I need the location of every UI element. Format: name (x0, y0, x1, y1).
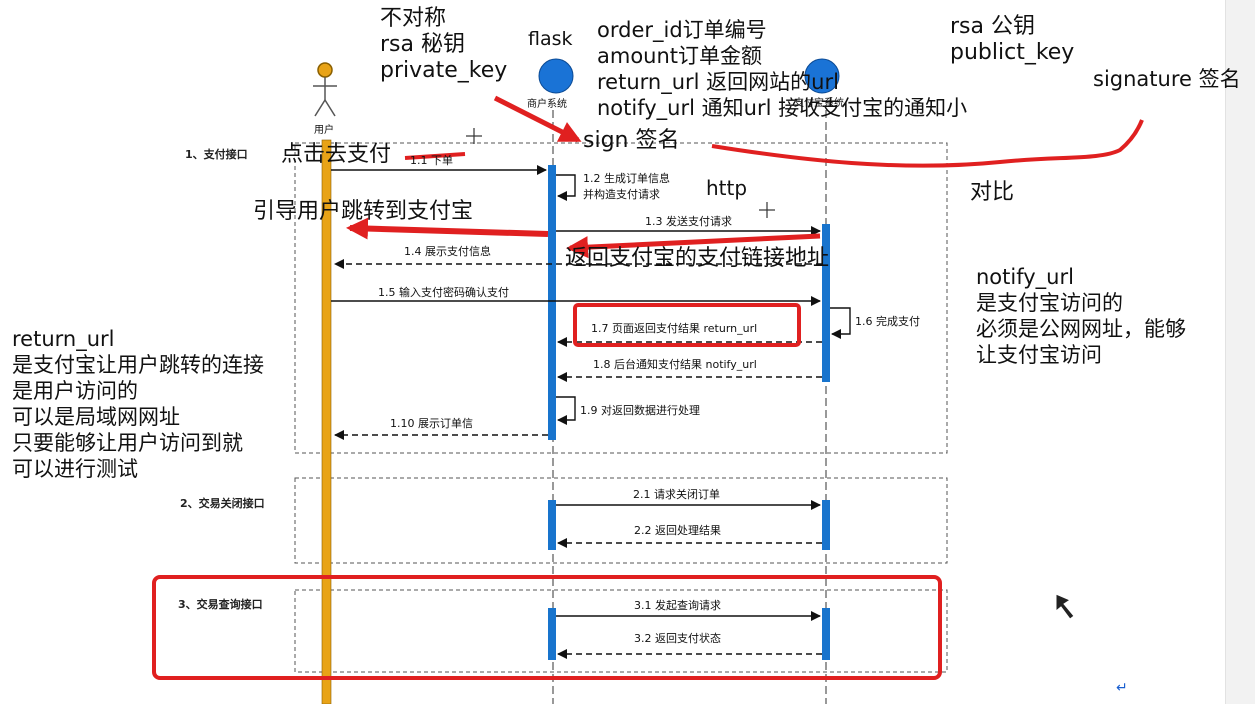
message-label: 1.6 完成支付 (855, 315, 920, 328)
annotation-click-pay: 点击去支付 (281, 142, 392, 167)
message-label: 2.2 返回处理结果 (634, 524, 721, 537)
red-highlight-box-query (152, 575, 942, 680)
annotation-line: return_url (12, 327, 115, 351)
merchant-activation-1 (548, 165, 556, 440)
red-arrow-redirect (346, 217, 549, 240)
annotation-line: amount订单金额 (597, 44, 763, 68)
actor-user-label: 用户 (314, 125, 334, 136)
section-label-2: 2、交易关闭接口 (180, 497, 265, 510)
annotation-line: 只要能够让用户访问到就 (12, 431, 243, 455)
annotation-return-note: return_url 是支付宝让用户跳转的连接 是用户访问的 可以是局域网网址 … (12, 326, 264, 482)
annotation-params: order_id订单编号 amount订单金额 return_url 返回网站的… (597, 17, 967, 121)
red-arrow-sign (493, 95, 582, 143)
annotation-compare: 对比 (970, 180, 1015, 205)
section-label-1: 1、支付接口 (185, 148, 248, 161)
annotation-line: 是用户访问的 (12, 379, 138, 403)
crosshair-icon (759, 202, 775, 218)
user-lifeline (321, 139, 332, 704)
annotation-public-key: rsa 公钥 publict_key (950, 14, 1074, 66)
message-label: 1.2 生成订单信息 (583, 172, 670, 185)
red-arrow-return-link (566, 233, 821, 259)
alipay-actor-icon (804, 58, 840, 94)
return-arrow-icon: ↵ (1116, 680, 1128, 696)
annotation-return-link: 返回支付宝的支付链接地址 (565, 246, 830, 271)
annotation-line: 可以进行测试 (12, 457, 138, 481)
actor-alipay-label: 支付宝系统 (794, 98, 844, 109)
annotation-line: rsa 公钥 (950, 14, 1035, 39)
annotation-line: private_key (380, 58, 508, 83)
annotation-line: 必须是公网网址，能够 (976, 317, 1186, 341)
annotation-redirect: 引导用户跳转到支付宝 (253, 199, 474, 224)
annotation-line: order_id订单编号 (597, 18, 767, 42)
message-label: 3.1 发起查询请求 (634, 599, 721, 612)
annotation-sign: sign 签名 (583, 128, 680, 153)
stick-figure-icon (313, 62, 337, 117)
annotation-line: 让支付宝访问 (976, 343, 1102, 367)
message-label: 1.8 后台通知支付结果 notify_url (593, 358, 757, 371)
merchant-activation-2 (548, 500, 556, 550)
annotation-line: 是支付宝访问的 (976, 291, 1123, 315)
section-label-3: 3、交易查询接口 (178, 598, 263, 611)
message-label: 1.5 输入支付密码确认支付 (378, 286, 509, 299)
message-label: 2.1 请求关闭订单 (633, 488, 720, 501)
annotation-line: publict_key (950, 40, 1075, 65)
alipay-activation-3 (822, 608, 830, 660)
annotation-http: http (706, 176, 748, 200)
alipay-activation-1 (822, 224, 830, 382)
actor-merchant-label: 商户系统 (527, 99, 567, 110)
merchant-actor-icon (538, 58, 574, 94)
annotation-line: 是支付宝让用户跳转的连接 (12, 353, 264, 377)
message-label: 1.3 发送支付请求 (645, 215, 732, 228)
annotation-private-key: 不对称 rsa 秘钥 private_key (380, 6, 507, 84)
alipay-activation-2 (822, 500, 830, 550)
annotation-line: return_url 返回网站的url (597, 70, 839, 94)
message-label: 1.4 展示支付信息 (404, 245, 491, 258)
section-box-1 (294, 142, 948, 454)
red-highlight-box-return-url (573, 303, 801, 347)
red-underline-click (404, 152, 466, 160)
annotation-line: notify_url (976, 265, 1074, 289)
window-edge-panel (1225, 0, 1255, 704)
section-box-2 (294, 477, 948, 564)
message-label: 3.2 返回支付状态 (634, 632, 721, 645)
message-label: 1.9 对返回数据进行处理 (580, 404, 700, 417)
red-curve-signature (711, 119, 1144, 168)
cursor-icon (1055, 593, 1075, 620)
annotation-line: rsa 秘钥 (380, 32, 465, 57)
crosshair-icon (466, 128, 482, 144)
message-label: 1.10 展示订单信 (390, 417, 473, 430)
annotation-line: 不对称 (380, 6, 447, 31)
annotation-notify-note: notify_url 是支付宝访问的 必须是公网网址，能够 让支付宝访问 (976, 264, 1186, 368)
annotation-signature: signature 签名 (1093, 67, 1241, 91)
message-label: 1.1 下单 (410, 154, 453, 167)
message-label: 并构造支付请求 (583, 188, 660, 201)
message-label: 1.7 页面返回支付结果 return_url (591, 322, 758, 335)
actor-merchant-top-label: flask (528, 28, 573, 50)
section-box-3 (294, 589, 948, 673)
annotation-line: notify_url 通知url 接收支付宝的通知小 (597, 96, 968, 120)
annotation-line: 可以是局域网网址 (12, 405, 180, 429)
merchant-activation-3 (548, 608, 556, 660)
